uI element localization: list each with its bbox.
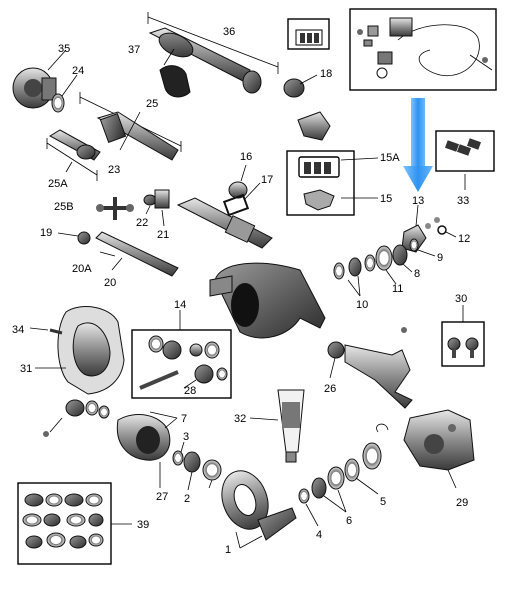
sealant-tube-32 (249, 389, 305, 463)
ring-11 (375, 245, 397, 285)
callout-13: 13 (412, 195, 424, 207)
callout-20a: 20A (72, 263, 92, 275)
callout-4: 4 (316, 529, 322, 541)
callout-1: 1 (225, 544, 231, 556)
callout-2: 2 (184, 493, 190, 505)
callout-30: 30 (455, 293, 467, 305)
hardware-kit-33 (435, 130, 495, 190)
callout-29: 29 (456, 497, 468, 509)
callout-labels: 36 37 35 24 18 25 23 25A 25B 22 21 16 17… (12, 26, 470, 556)
bushing-21 (154, 189, 170, 227)
ball-joint-kit-30 (441, 305, 485, 367)
callout-15a: 15A (380, 152, 400, 164)
actuator-13 (401, 204, 440, 253)
axle-housing (176, 197, 326, 339)
seal-kit-39 (17, 482, 132, 565)
callout-15: 15 (380, 193, 392, 205)
callout-12: 12 (458, 233, 470, 245)
shaft-25a (46, 129, 101, 181)
seal-22 (143, 194, 157, 215)
seal-24 (51, 74, 78, 113)
callout-18: 18 (320, 68, 332, 80)
bolt-34 (29, 327, 63, 335)
callout-21: 21 (157, 229, 169, 241)
callout-11: 11 (392, 283, 403, 295)
callout-26: 26 (324, 383, 336, 395)
spider-gear-kit-14 (131, 310, 232, 399)
callout-24: 24 (72, 65, 84, 77)
callout-17: 17 (261, 174, 273, 186)
callout-32: 32 (234, 413, 246, 425)
callout-23: 23 (108, 164, 120, 176)
shift-fork-kit-box (286, 150, 379, 216)
callout-6: 6 (346, 515, 352, 527)
callout-7: 7 (181, 413, 187, 425)
cv-boot-37 (159, 48, 191, 98)
callout-22: 22 (136, 217, 148, 229)
bearing-2 (183, 451, 222, 491)
shaft-assembly-25 (79, 92, 182, 161)
callout-20: 20 (104, 277, 116, 289)
callout-3: 3 (183, 431, 189, 443)
bearing-19 (57, 231, 91, 245)
clip-12 (437, 225, 457, 238)
callout-37: 37 (128, 44, 140, 56)
callout-8: 8 (414, 268, 420, 280)
ring-pinion-1 (221, 470, 297, 549)
bearing-set-10 (333, 254, 376, 297)
shim-3 (172, 441, 185, 466)
shim-4 (298, 488, 319, 527)
callout-34: 34 (12, 324, 24, 336)
callout-25b: 25B (54, 201, 74, 213)
bearing-set-6 (311, 466, 347, 513)
callout-16: 16 (240, 151, 252, 163)
callout-10: 10 (356, 299, 368, 311)
callout-31: 31 (20, 363, 32, 375)
seal-set-5 (344, 442, 382, 495)
diff-cover-31 (35, 306, 125, 395)
callout-33: 33 (457, 195, 469, 207)
callout-35: 35 (58, 43, 70, 55)
axle-shaft-36 (147, 12, 279, 94)
sleeve-8 (392, 244, 413, 273)
axle-shaft-20 (95, 231, 179, 277)
callout-5: 5 (380, 496, 386, 508)
steering-arm-26 (327, 327, 413, 409)
hub-bearing-35 (12, 49, 67, 109)
callout-14: 14 (174, 299, 186, 311)
steering-knuckle-29 (376, 409, 475, 489)
diff-carrier-7 (43, 399, 178, 488)
bushing-16 (228, 164, 248, 199)
callout-25a: 25A (48, 178, 68, 190)
callout-9: 9 (437, 252, 443, 264)
shift-motor-kit-18 (283, 18, 331, 141)
actuator-cable-panel (349, 8, 497, 91)
callout-36: 36 (223, 26, 235, 38)
gasket-17 (222, 182, 261, 217)
ring-9 (409, 238, 436, 257)
u-joint-25b (96, 197, 134, 220)
callout-19: 19 (40, 227, 52, 239)
callout-39: 39 (137, 519, 149, 531)
highlight-arrow (403, 98, 433, 192)
callout-27: 27 (156, 491, 168, 503)
callout-28: 28 (184, 385, 196, 397)
callout-25: 25 (146, 98, 158, 110)
